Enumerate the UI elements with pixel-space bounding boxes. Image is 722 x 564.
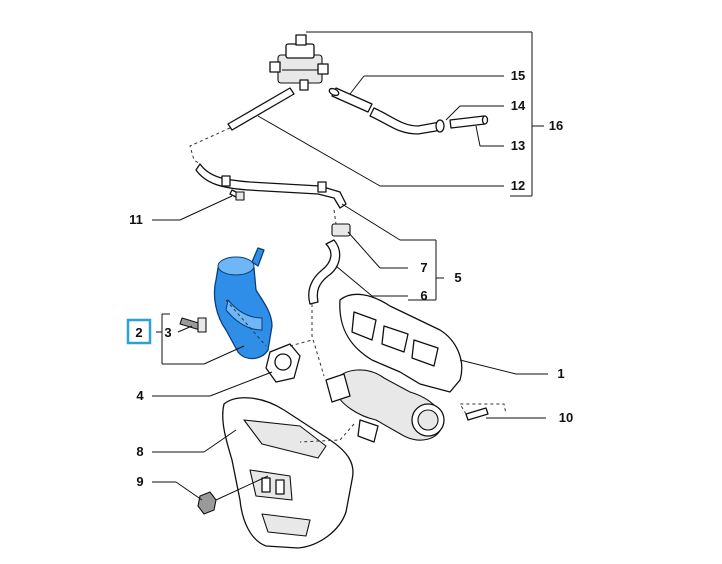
solenoid-valve[interactable] — [269, 34, 329, 91]
callout-3[interactable]: 3 — [164, 325, 171, 340]
vacuum-pipe-12[interactable] — [195, 87, 347, 209]
hose-14[interactable] — [369, 107, 445, 135]
callout-11[interactable]: 11 — [129, 212, 143, 227]
screw-3[interactable] — [179, 317, 207, 333]
callout-2[interactable]: 2 — [135, 325, 142, 340]
callout-5[interactable]: 5 — [454, 270, 461, 285]
heat-shield-8[interactable] — [222, 397, 354, 549]
callout-10[interactable]: 10 — [559, 410, 573, 425]
assembly-lines — [189, 127, 507, 443]
leader-lines — [152, 31, 548, 501]
callout-7[interactable]: 7 — [420, 260, 427, 275]
hose-15[interactable] — [328, 87, 373, 113]
callout-8[interactable]: 8 — [136, 444, 143, 459]
callout-16[interactable]: 16 — [549, 118, 563, 133]
callout-12[interactable]: 12 — [511, 178, 525, 193]
nut-9[interactable] — [197, 491, 217, 515]
callout-13[interactable]: 13 — [511, 138, 525, 153]
callout-15[interactable]: 15 — [511, 68, 525, 83]
clamp-7[interactable] — [331, 223, 351, 237]
callout-9[interactable]: 9 — [136, 474, 143, 489]
callout-6[interactable]: 6 — [420, 288, 427, 303]
callout-14[interactable]: 14 — [511, 98, 526, 113]
intake-duct[interactable] — [213, 247, 273, 360]
turbo-manifold-1[interactable] — [325, 293, 463, 443]
gasket-4[interactable] — [265, 343, 301, 383]
hose-13[interactable] — [449, 115, 489, 129]
callout-2-highlight-box — [126, 318, 152, 345]
stud-10[interactable] — [465, 407, 489, 421]
hose-6[interactable] — [308, 239, 341, 305]
callout-1[interactable]: 1 — [557, 366, 564, 381]
callout-4[interactable]: 4 — [136, 388, 144, 403]
bolt-11[interactable] — [229, 189, 245, 201]
